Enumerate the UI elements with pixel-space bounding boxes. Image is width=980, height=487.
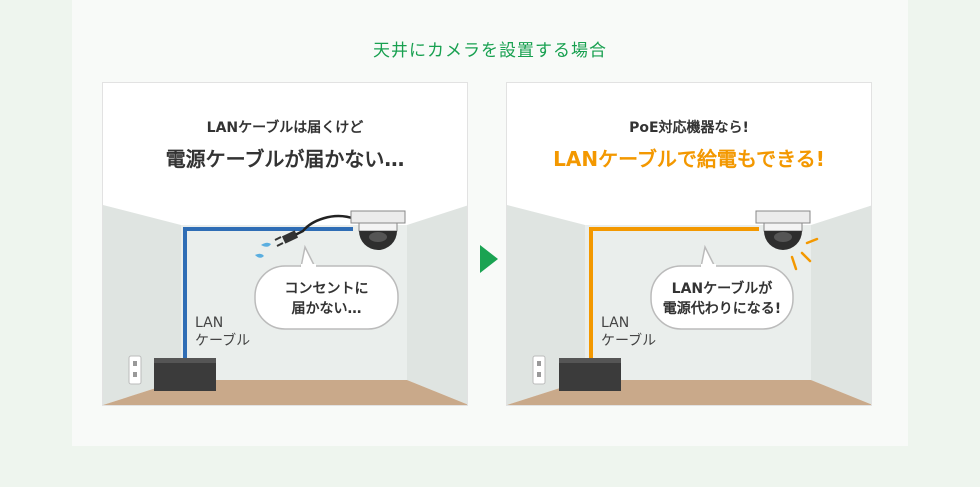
panel-without-poe: LANケーブルは届くけど 電源ケーブルが届かない… コンセントに 届かない… L… — [102, 82, 468, 406]
camera-icon — [755, 210, 811, 250]
speech-bubble-left — [254, 244, 399, 330]
panel-with-poe: PoE対応機器なら! LANケーブルで給電もできる! LANケーブルが 電源代わ… — [506, 82, 872, 406]
bubble-text-right: LANケーブルが 電源代わりになる! — [651, 279, 793, 319]
sweat-drops-icon — [255, 242, 271, 258]
bubble-line1-left: コンセントに — [284, 281, 369, 297]
camera-icon — [350, 210, 406, 250]
cable-label-line1-right: LAN — [601, 315, 630, 331]
lan-cable-line — [183, 227, 353, 358]
bubble-line1-right: LANケーブルが — [671, 281, 773, 297]
bubble-text-left: コンセントに 届かない… — [255, 279, 398, 319]
speech-bubble-right — [650, 244, 794, 330]
bubble-line2-right: 電源代わりになる! — [662, 301, 782, 317]
power-outlet-icon — [128, 355, 142, 385]
power-outlet-icon — [532, 355, 546, 385]
power-cable-line — [294, 214, 356, 237]
cable-label-line2-left: ケーブル — [195, 333, 251, 349]
caption-line2-left: 電源ケーブルが届かない… — [165, 147, 405, 171]
room-illustration-left — [103, 205, 467, 405]
cable-label-line1-left: LAN — [195, 315, 224, 331]
caption-line2-right: LANケーブルで給電もできる! — [553, 147, 825, 171]
lan-cable-line — [589, 227, 759, 358]
room-illustration-right — [507, 205, 871, 405]
next-arrow-icon — [480, 245, 498, 273]
caption-line1-left: LANケーブルは届くけど — [206, 120, 364, 136]
router-box — [154, 358, 216, 391]
bubble-line2-left: 届かない… — [291, 301, 362, 317]
cable-label-left: LAN ケーブル — [195, 314, 250, 350]
power-on-rays-icon — [790, 237, 819, 271]
cable-label-right: LAN ケーブル — [601, 314, 656, 350]
cable-label-line2-right: ケーブル — [601, 333, 657, 349]
section-heading: 天井にカメラを設置する場合 — [373, 41, 607, 61]
caption-line1-right: PoE対応機器なら! — [629, 120, 749, 136]
plug-icon — [274, 230, 299, 247]
poe-router-box — [559, 358, 621, 391]
